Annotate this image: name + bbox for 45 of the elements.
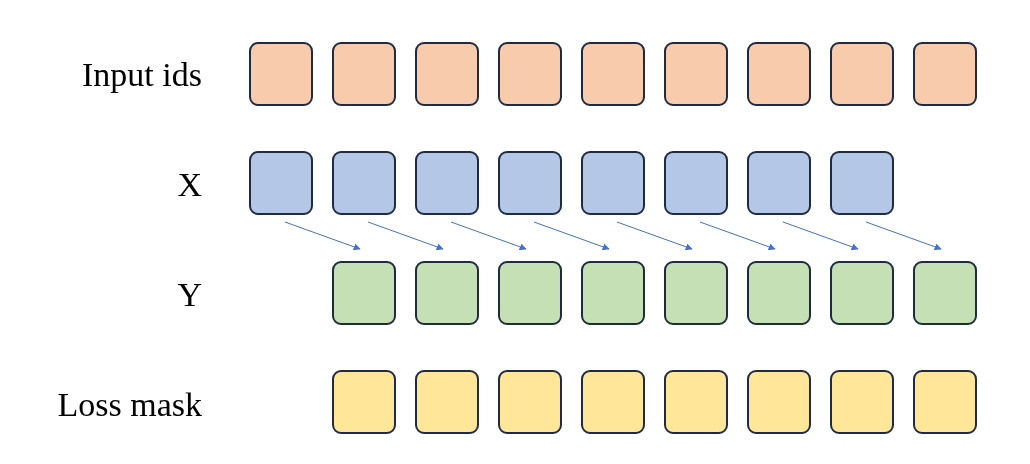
token-box [581, 42, 645, 106]
token-box [664, 370, 728, 434]
token-box [415, 370, 479, 434]
token-box [747, 42, 811, 106]
token-box [581, 370, 645, 434]
arrow [367, 221, 444, 251]
arrow [865, 221, 942, 251]
token-box [913, 42, 977, 106]
token-box [498, 261, 562, 325]
token-box [332, 151, 396, 215]
arrow [284, 221, 361, 251]
token-box [913, 370, 977, 434]
token-box [415, 261, 479, 325]
token-box [332, 42, 396, 106]
arrow [533, 221, 610, 251]
token-box [498, 370, 562, 434]
token-box [581, 261, 645, 325]
token-box [415, 151, 479, 215]
token-box [332, 370, 396, 434]
token-box [830, 151, 894, 215]
arrow [616, 221, 693, 251]
row-label: Loss mask [57, 385, 202, 425]
arrow [450, 221, 527, 251]
token-box [498, 42, 562, 106]
token-box [830, 370, 894, 434]
row-label: X [177, 165, 202, 205]
token-box [415, 42, 479, 106]
token-box [664, 261, 728, 325]
token-box [498, 151, 562, 215]
row-label: Input ids [82, 55, 202, 95]
arrow [782, 221, 859, 251]
token-box [664, 151, 728, 215]
arrow [699, 221, 776, 251]
token-box [249, 151, 313, 215]
token-box [249, 42, 313, 106]
token-box [747, 261, 811, 325]
token-box [581, 151, 645, 215]
token-box [747, 151, 811, 215]
token-box [664, 42, 728, 106]
token-box [830, 261, 894, 325]
row-label: Y [177, 275, 202, 315]
token-box [332, 261, 396, 325]
token-box [913, 261, 977, 325]
token-box [830, 42, 894, 106]
token-box [747, 370, 811, 434]
